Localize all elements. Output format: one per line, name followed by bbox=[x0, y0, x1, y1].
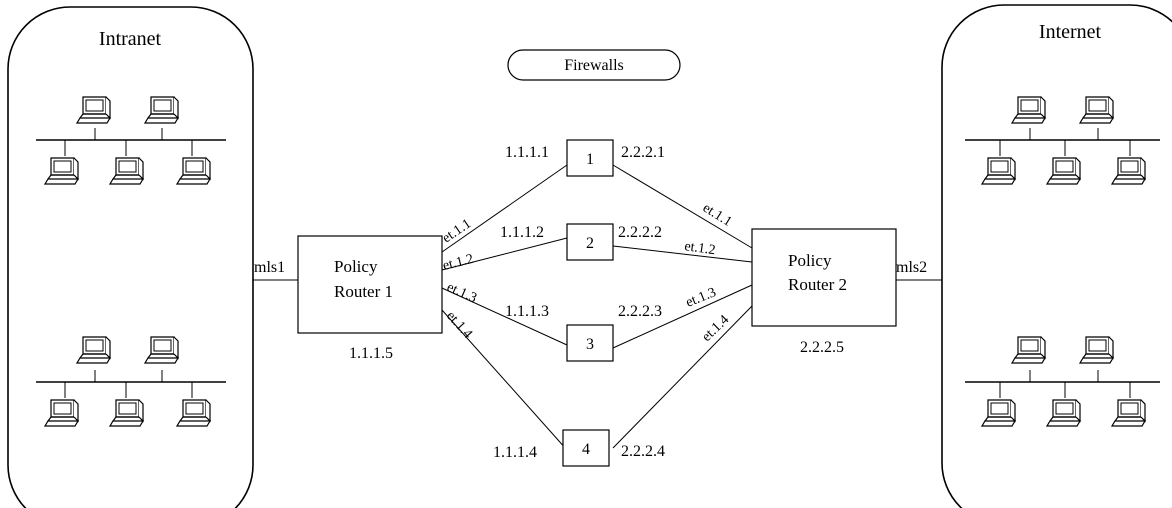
firewall-2: 2 1.1.1.2 2.2.2.2 bbox=[500, 223, 662, 261]
firewall-4-right-ip: 2.2.2.4 bbox=[621, 443, 665, 460]
router-1-ip: 1.1.1.5 bbox=[349, 345, 393, 362]
policy-router-1: Policy Router 1 1.1.1.5 mls1 bbox=[254, 235, 443, 362]
firewall-1-box bbox=[566, 139, 614, 177]
internet-cloud: Internet bbox=[941, 4, 1172, 508]
mls1-label: mls1 bbox=[254, 259, 285, 276]
firewall-1-right-ip: 2.2.2.1 bbox=[621, 144, 665, 161]
intranet-lan-1 bbox=[36, 96, 226, 185]
router-1-label-line2: Router 1 bbox=[334, 282, 393, 301]
router-2-label-line2: Router 2 bbox=[788, 275, 847, 294]
firewall-3-left-ip: 1.1.1.3 bbox=[505, 303, 549, 320]
computer-icon bbox=[144, 96, 179, 124]
link-fw4-r2 bbox=[612, 305, 753, 449]
computer-icon bbox=[176, 157, 211, 185]
link-r1-fw2 bbox=[441, 237, 568, 271]
firewall-1-left-ip: 1.1.1.1 bbox=[505, 144, 549, 161]
computer-icon bbox=[76, 336, 111, 364]
router-1-label-line1: Policy bbox=[334, 257, 378, 276]
firewall-1: 1 1.1.1.1 2.2.2.1 bbox=[505, 139, 665, 177]
firewall-3-right-ip: 2.2.2.3 bbox=[618, 303, 662, 320]
computer-icon bbox=[1046, 399, 1081, 427]
computer-icon bbox=[1011, 336, 1046, 364]
computer-icon bbox=[109, 157, 144, 185]
firewall-3-number: 3 bbox=[586, 336, 594, 353]
firewall-2-number: 2 bbox=[586, 235, 594, 252]
computer-icon bbox=[981, 157, 1016, 185]
link-fw2-r2 bbox=[612, 245, 753, 263]
computer-icon bbox=[1011, 96, 1046, 124]
computer-icon bbox=[76, 96, 111, 124]
intranet-lan-2 bbox=[36, 336, 226, 427]
computer-icon bbox=[144, 336, 179, 364]
r1-port-et-1-3: et.1.3 bbox=[444, 280, 479, 306]
intranet-boundary bbox=[7, 6, 254, 508]
router-1-box bbox=[297, 235, 443, 334]
router-1-port-labels: et.1.1 et.1.2 et.1.3 et.1.4 bbox=[440, 216, 479, 341]
internet-lan-1 bbox=[965, 96, 1160, 185]
firewall-2-left-ip: 1.1.1.2 bbox=[500, 224, 544, 241]
router-2-ip: 2.2.2.5 bbox=[800, 339, 844, 356]
computer-icon bbox=[109, 399, 144, 427]
link-fw3-r2 bbox=[612, 284, 753, 349]
r2-port-et-1-1: et.1.1 bbox=[700, 201, 734, 230]
intranet-cloud: Intranet bbox=[7, 6, 254, 508]
computer-icon bbox=[1111, 157, 1146, 185]
firewall-4-box bbox=[562, 429, 610, 467]
computer-icon bbox=[1079, 336, 1114, 364]
mls2-label: mls2 bbox=[896, 259, 927, 276]
firewall-2-right-ip: 2.2.2.2 bbox=[618, 224, 662, 241]
firewall-2-box bbox=[566, 223, 614, 261]
computer-icon bbox=[44, 399, 79, 427]
intranet-title: Intranet bbox=[99, 28, 162, 50]
links bbox=[253, 164, 942, 451]
router-2-label-line1: Policy bbox=[788, 251, 832, 270]
firewalls-label-pill: Firewalls bbox=[507, 49, 681, 81]
computer-icon bbox=[176, 399, 211, 427]
firewall-4: 4 1.1.1.4 2.2.2.4 bbox=[493, 429, 665, 467]
link-fw1-r2 bbox=[612, 164, 753, 249]
internet-lan-2 bbox=[965, 336, 1160, 427]
r1-port-et-1-4: et.1.4 bbox=[443, 309, 475, 342]
internet-boundary bbox=[941, 4, 1172, 508]
firewall-1-number: 1 bbox=[586, 151, 594, 168]
link-r1-fw4 bbox=[441, 309, 568, 451]
computer-icon bbox=[44, 157, 79, 185]
r2-port-et-1-2: et.1.2 bbox=[683, 239, 716, 258]
computer-icon bbox=[981, 399, 1016, 427]
firewalls-pill bbox=[507, 49, 681, 81]
r2-port-et-1-4: et.1.4 bbox=[699, 312, 732, 344]
internet-title: Internet bbox=[1039, 21, 1102, 43]
link-r1-fw1 bbox=[441, 164, 568, 253]
r2-port-et-1-3: et.1.3 bbox=[684, 285, 718, 311]
r1-port-et-1-2: et.1.2 bbox=[441, 252, 475, 274]
computer-icon bbox=[1046, 157, 1081, 185]
link-r1-fw3 bbox=[441, 287, 568, 346]
computer-icon bbox=[1079, 96, 1114, 124]
firewalls-label: Firewalls bbox=[564, 57, 624, 74]
computer-icon bbox=[1111, 399, 1146, 427]
policy-router-2: Policy Router 2 2.2.2.5 mls2 bbox=[751, 228, 927, 356]
firewall-4-number: 4 bbox=[582, 441, 590, 458]
firewall-3: 3 1.1.1.3 2.2.2.3 bbox=[505, 303, 662, 362]
firewall-4-left-ip: 1.1.1.4 bbox=[493, 444, 537, 461]
router-2-box bbox=[751, 228, 897, 327]
firewall-3-box bbox=[566, 324, 614, 362]
